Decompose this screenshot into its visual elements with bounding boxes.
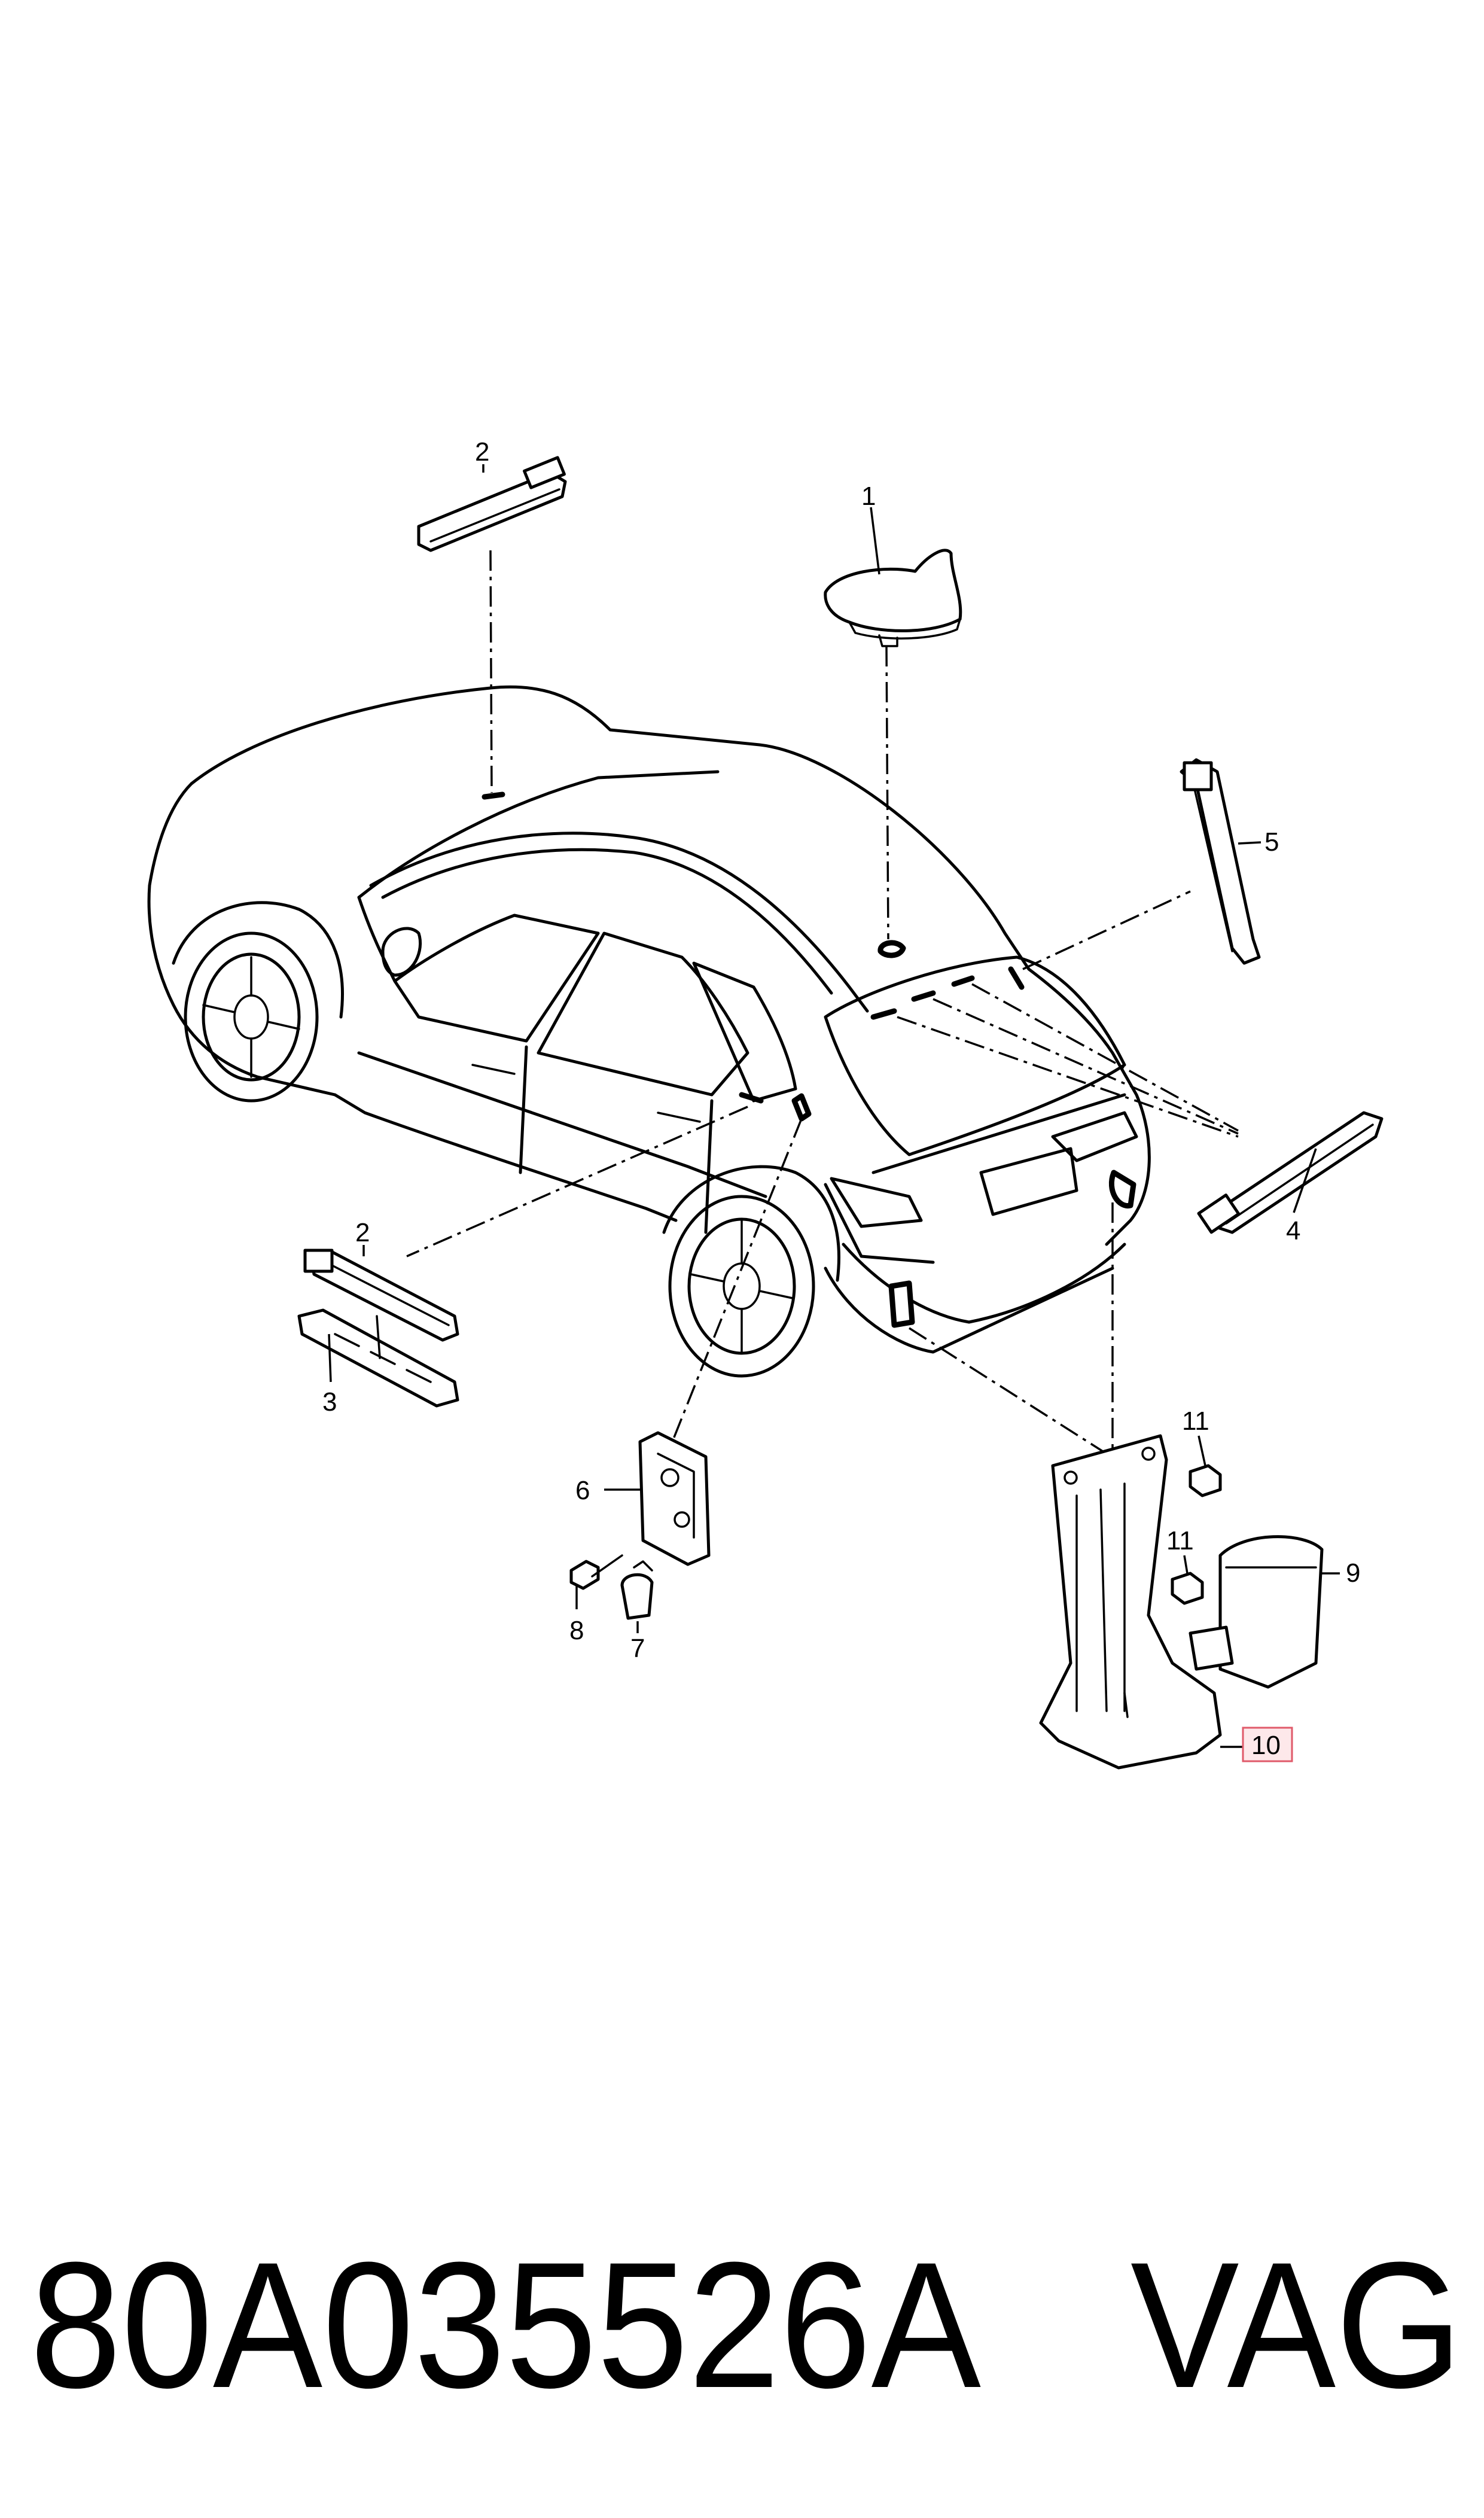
part-7-clip	[620, 1560, 654, 1620]
marker-rear-1	[870, 1008, 897, 1020]
marker-roof-front	[482, 791, 505, 800]
callout-11-lower: 11	[1166, 1526, 1194, 1555]
callout-5: 5	[1264, 827, 1279, 857]
callout-labels: 2 1 5 4 2 3 6 8 7 9 11 11 10	[322, 437, 1360, 1762]
car-illustration	[147, 685, 1151, 1378]
marker-rear-3	[951, 975, 975, 987]
callout-8: 8	[569, 1616, 584, 1645]
part-11-nut-upper	[1189, 1464, 1222, 1497]
callout-1: 1	[861, 482, 876, 511]
callout-6: 6	[575, 1476, 590, 1505]
part-9-module	[1189, 1535, 1324, 1689]
callout-7: 7	[630, 1634, 645, 1663]
callout-11-upper: 11	[1182, 1406, 1209, 1436]
assembly-lines	[406, 550, 1239, 1455]
callout-2-lower: 2	[355, 1218, 370, 1247]
part-10-bracket	[1039, 1434, 1222, 1770]
part-2-upper-antenna-strip	[417, 456, 567, 552]
mounting-markers	[482, 791, 1136, 1328]
callout-9: 9	[1346, 1558, 1360, 1588]
part-11-nut-lower	[1171, 1572, 1204, 1605]
marker-bumper	[888, 1280, 915, 1328]
part-1-roof-antenna	[824, 549, 962, 647]
brand-text: VAG	[1130, 2224, 1462, 2425]
part-4-rear-antenna-strip	[1197, 1111, 1384, 1234]
marker-tailgate	[1108, 1170, 1136, 1208]
callout-leaders	[328, 464, 1340, 1748]
callout-3: 3	[322, 1387, 337, 1417]
callout-10-highlight-box	[1242, 1727, 1293, 1762]
part-6-mounting-block	[638, 1431, 711, 1566]
part-number-text: 80A035526A	[30, 2224, 982, 2425]
part-2-lower-antenna-strip	[303, 1249, 459, 1342]
callout-4: 4	[1286, 1216, 1300, 1246]
marker-c-pillar	[791, 1093, 812, 1122]
marker-antenna-base	[877, 940, 906, 958]
footer: 80A035526A VAG	[30, 2224, 1462, 2425]
marker-rear-4	[1008, 966, 1025, 990]
callout-2-upper: 2	[475, 437, 489, 467]
part-8-bolt	[569, 1554, 623, 1590]
callout-10: 10	[1251, 1731, 1281, 1760]
marker-door	[739, 1092, 764, 1104]
marker-rear-2	[911, 990, 936, 1002]
part-5-side-antenna-strip	[1180, 758, 1261, 965]
part-3-bracket	[297, 1308, 459, 1408]
